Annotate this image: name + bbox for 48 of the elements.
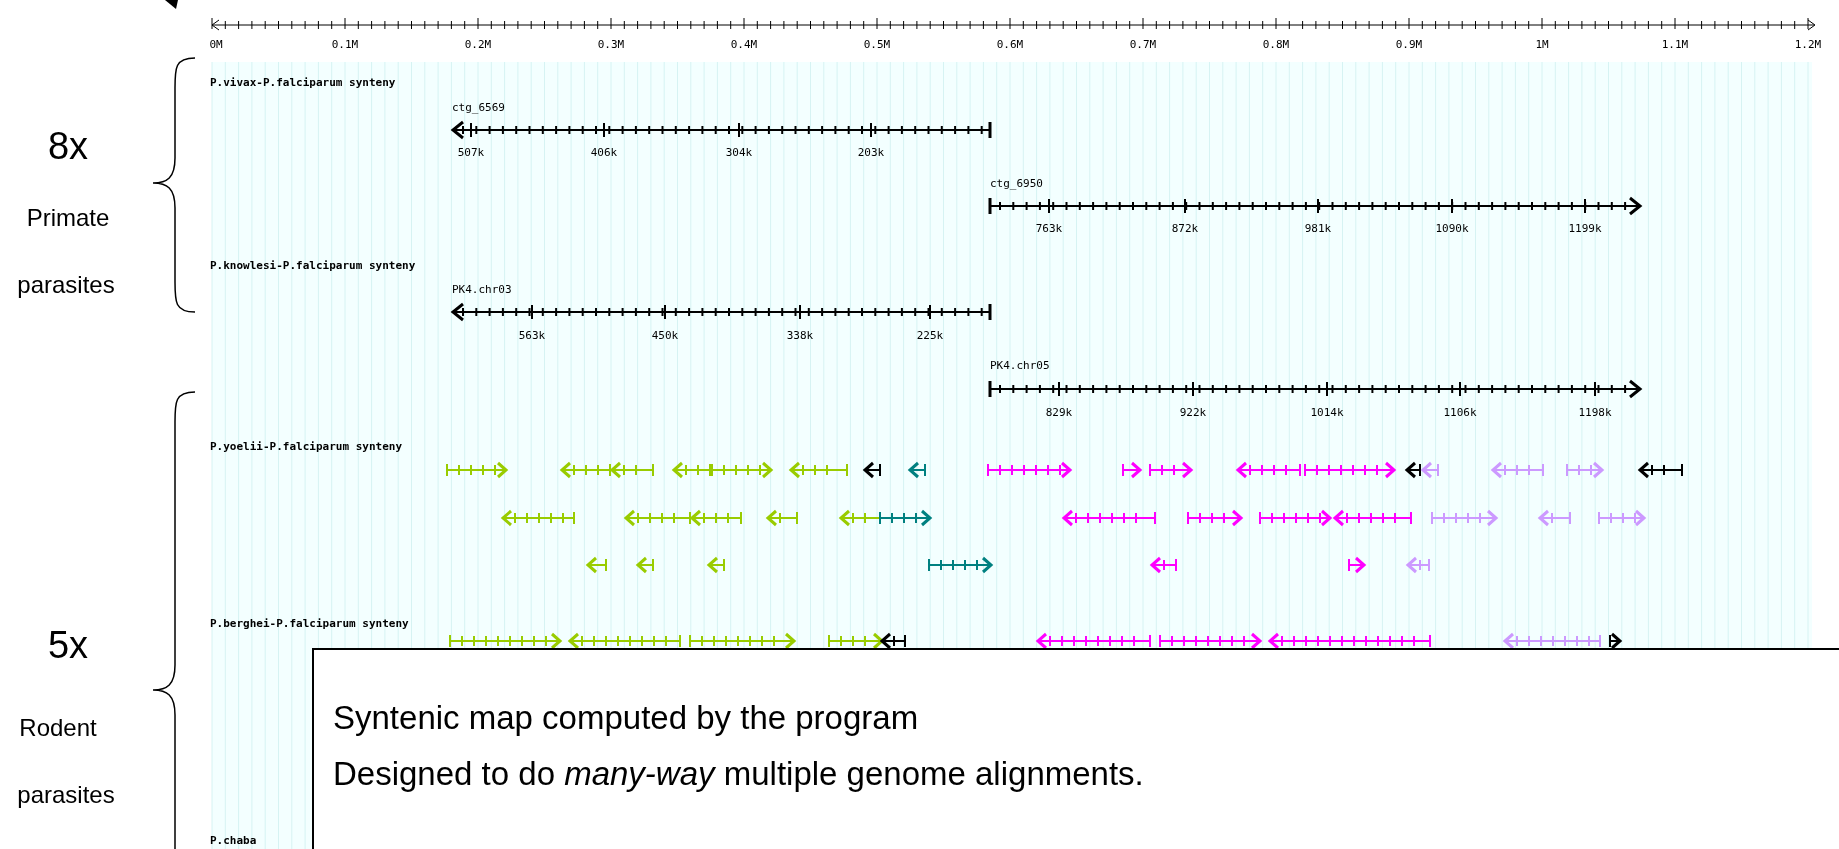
axis-label: 1.1M (1661, 38, 1689, 50)
contig-name: ctg_6950 (990, 177, 1043, 189)
axis-label: 0.6M (996, 38, 1024, 50)
axis-label: 0.3M (597, 38, 625, 50)
coordinate-label: 1014k (1310, 406, 1344, 418)
axis-label: 0.9M (1395, 38, 1423, 50)
axis-label: 0M (209, 38, 223, 50)
coordinate-label: 872k (1171, 222, 1199, 234)
contig-name: ctg_6569 (452, 101, 505, 113)
coordinate-label: 1198k (1578, 406, 1612, 418)
axis-label: 0.7M (1129, 38, 1157, 50)
track-title: P.vivax-P.falciparum synteny (210, 76, 396, 88)
axis-label: 1.2M (1794, 38, 1822, 50)
axis-label: 0.2M (464, 38, 492, 50)
coordinate-label: 763k (1035, 222, 1063, 234)
coordinate-label: 922k (1179, 406, 1207, 418)
coordinate-label: 406k (590, 146, 618, 158)
group-label: Primate (26, 206, 110, 230)
axis-label: 0.1M (331, 38, 359, 50)
axis-label: 0.8M (1262, 38, 1290, 50)
coordinate-label: 1199k (1568, 222, 1602, 234)
axis-label: 1M (1535, 38, 1549, 50)
axis-label: 0.4M (730, 38, 758, 50)
coordinate-label: 981k (1304, 222, 1332, 234)
coordinate-label: 1106k (1443, 406, 1477, 418)
coordinate-label: 1090k (1435, 222, 1469, 234)
axis-label: 0.5M (863, 38, 891, 50)
coordinate-label: 203k (857, 146, 885, 158)
coordinate-label: 338k (786, 329, 814, 341)
coordinate-label: 829k (1045, 406, 1073, 418)
group-label: parasites (17, 783, 115, 807)
group-label: parasites (17, 273, 115, 297)
note-text: Syntenic map computed by the program (333, 700, 919, 734)
copy-number-label: 8x (47, 127, 89, 165)
track-title: P.berghei-P.falciparum synteny (210, 617, 409, 629)
group-label: Rodent (19, 716, 97, 740)
coordinate-label: 225k (916, 329, 944, 341)
coordinate-label: 563k (518, 329, 546, 341)
coordinate-label: 450k (651, 329, 679, 341)
note-text: Designed to do many-way multiple genome alignments. (333, 756, 1144, 790)
track-title: P.yoelii-P.falciparum synteny (210, 440, 403, 452)
copy-number-label: 5x (47, 626, 89, 664)
contig-name: PK4.chr03 (452, 283, 512, 295)
coordinate-label: 304k (725, 146, 753, 158)
coordinate-label: 507k (457, 146, 485, 158)
track-title: P.knowlesi-P.falciparum synteny (210, 259, 416, 271)
contig-name: PK4.chr05 (990, 359, 1050, 371)
track-title: P.chaba (210, 834, 257, 846)
